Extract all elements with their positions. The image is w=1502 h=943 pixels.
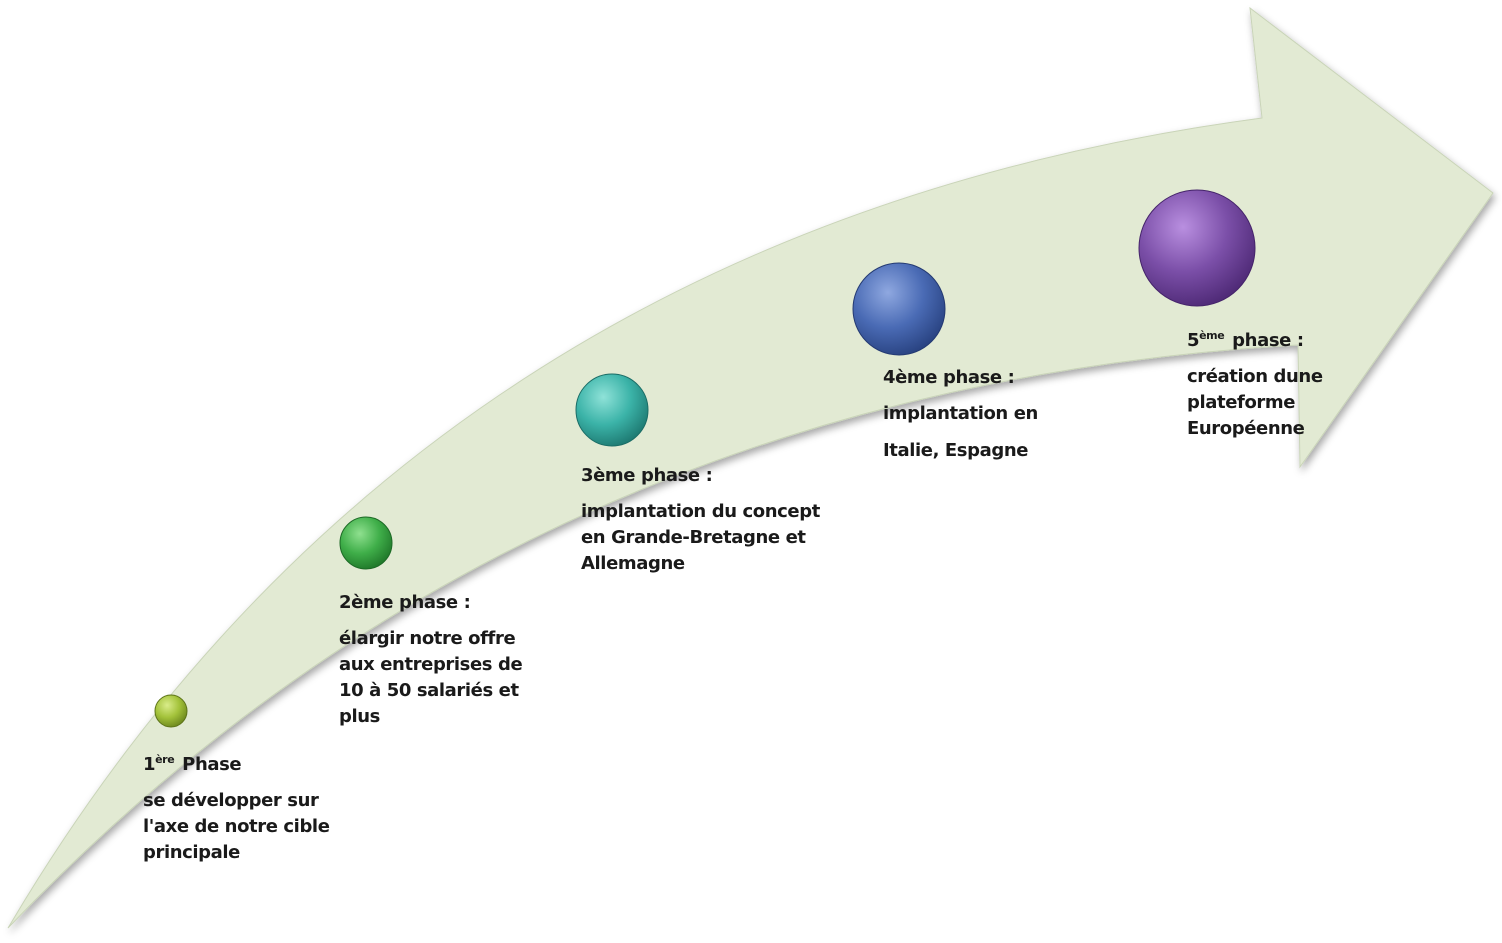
- phase-3-label: 3ème phase : implantation du concept en …: [581, 463, 820, 577]
- growth-arrow: [7, 6, 1494, 929]
- phase-3-circle: [575, 373, 649, 447]
- phase-1-label: 1ère Phase se développer sur l'axe de no…: [143, 752, 330, 866]
- phase-5-label: 5ème phase : création dune plateforme Eu…: [1187, 328, 1323, 442]
- phase-4-description: implantation en Italie, Espagne: [883, 403, 1038, 461]
- phase-1-circle: [154, 694, 188, 728]
- phase-5-description: création dune plateforme Européenne: [1187, 366, 1323, 439]
- phase-2-circle: [339, 516, 393, 570]
- phase-3-description: implantation du concept en Grande-Bretag…: [581, 501, 820, 574]
- phase-2-label: 2ème phase : élargir notre offre aux ent…: [339, 590, 523, 730]
- phase-2-description: élargir notre offre aux entreprises de 1…: [339, 628, 523, 727]
- phase-4-circle: [852, 262, 946, 356]
- phase-1-title: 1ère Phase: [143, 753, 242, 775]
- phase-4-label: 4ème phase : implantation en Italie, Esp…: [883, 365, 1038, 469]
- phase-2-title: 2ème phase :: [339, 592, 471, 613]
- phase-3-title: 3ème phase :: [581, 465, 713, 486]
- phase-5-title: 5ème phase :: [1187, 329, 1304, 351]
- phase-5-circle: [1138, 189, 1256, 307]
- phase-4-title: 4ème phase :: [883, 367, 1015, 388]
- phase-1-description: se développer sur l'axe de notre cible p…: [143, 790, 330, 863]
